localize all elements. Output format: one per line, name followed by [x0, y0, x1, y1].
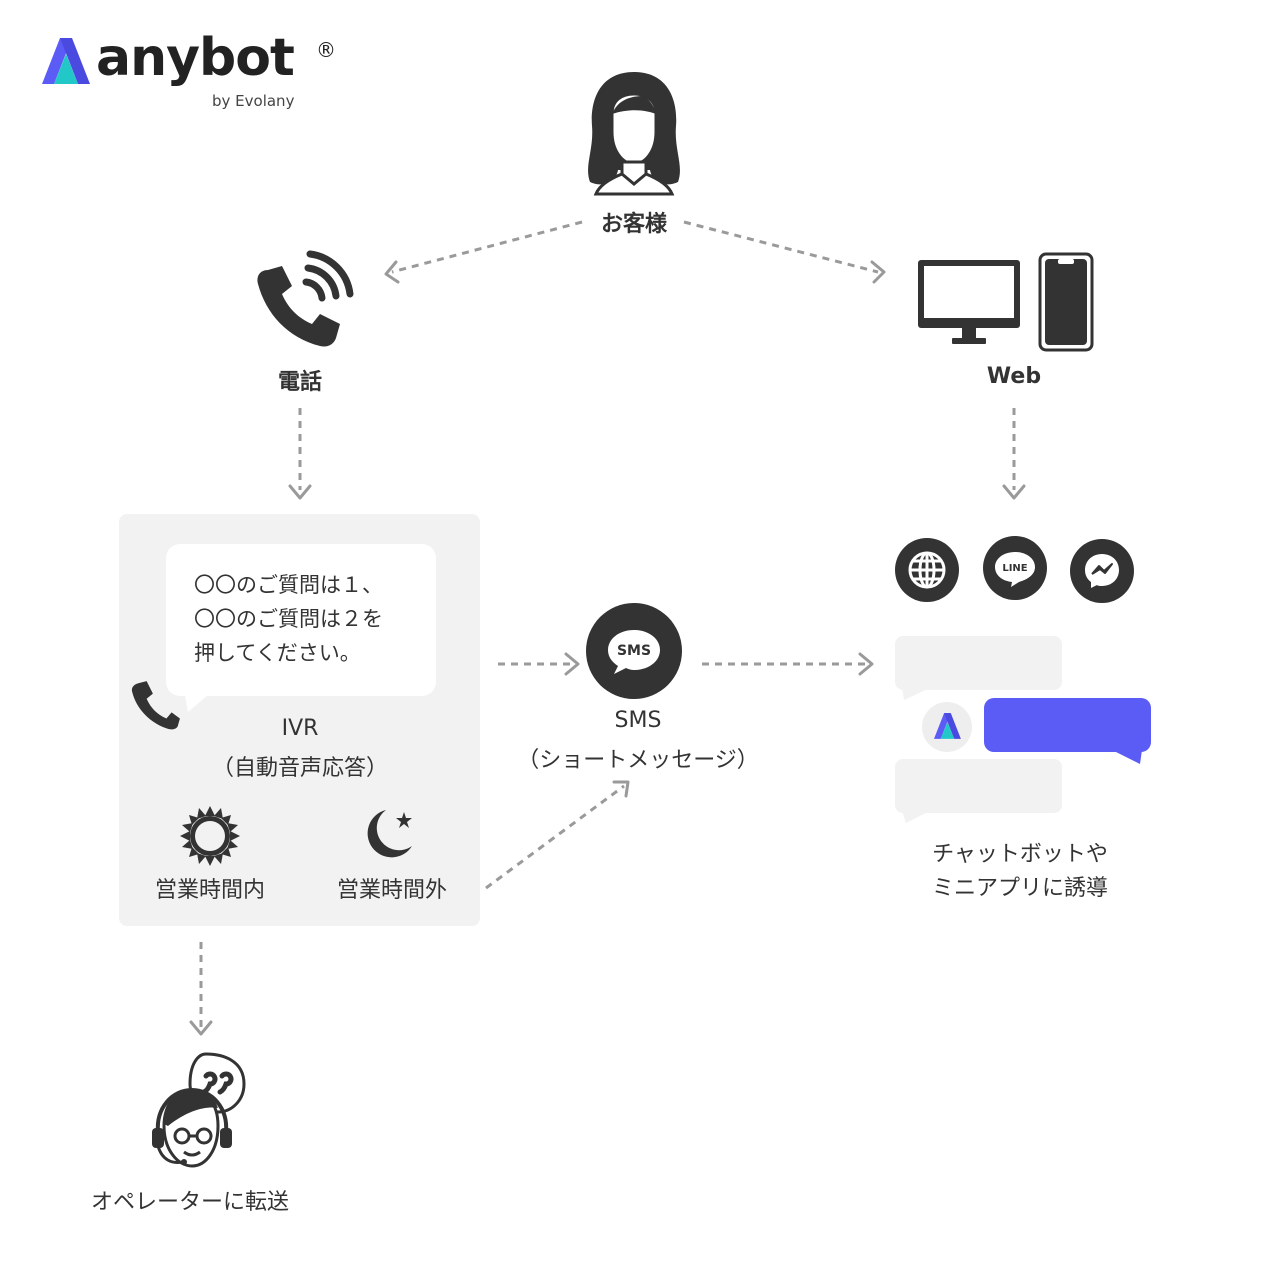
sms-title: SMS: [614, 708, 662, 733]
anybot-logo: anybot ® by Evolany: [42, 28, 342, 116]
customer-label: お客様: [600, 212, 667, 237]
moon-icon: [367, 810, 412, 858]
web-label: Web: [986, 364, 1042, 389]
chatbot-line-1: チャットボットや: [932, 842, 1108, 867]
operator-headset-icon: [152, 1052, 246, 1168]
desktop-and-smartphone-icon: [918, 252, 1094, 352]
ivr-line-2: 〇〇のご質問は２を: [194, 607, 383, 631]
brand-name: anybot: [96, 28, 295, 88]
anybot-avatar-icon: [934, 713, 961, 739]
ivr-speech-bubble: [166, 544, 436, 696]
globe-icon: [908, 551, 946, 589]
line-icon-text: LINE: [1002, 563, 1027, 574]
ivr-line-1: 〇〇のご質問は１、: [194, 573, 383, 597]
line-icon: LINE: [995, 552, 1035, 587]
in-hours-label: 営業時間内: [154, 878, 265, 903]
sms-icon-text: SMS: [617, 643, 651, 659]
phone-label: 電話: [277, 370, 322, 395]
brand-sub: by Evolany: [212, 92, 295, 110]
sms-subtitle: （ショートメッセージ）: [517, 748, 759, 773]
phone-handset-icon: [131, 681, 180, 730]
anybot-logo-icon: [42, 38, 90, 84]
chat-bubble-grey-2: [895, 759, 1062, 813]
ivr-title: IVR: [281, 716, 319, 741]
arrow-customer-to-phone: [391, 220, 583, 274]
ivr-line-3: 押してください。: [194, 641, 361, 665]
bubble-tail: [184, 690, 214, 712]
arrow-outhours-to-sms: [485, 784, 625, 890]
ivr-subtitle: （自動音声応答）: [211, 756, 388, 781]
chat-bubble-grey-1: [895, 636, 1062, 690]
chat-bubble-blue: [984, 698, 1151, 752]
chat-tail-2: [902, 811, 930, 823]
woman-avatar-icon: [588, 72, 680, 196]
chatbot-line-2: ミニアプリに誘導: [931, 876, 1108, 901]
out-hours-label: 営業時間外: [336, 878, 447, 903]
chat-tail-blue: [1112, 750, 1142, 764]
messenger-icon: [1085, 554, 1119, 588]
operator-label: オペレーターに転送: [90, 1190, 289, 1215]
ivr-bubble-text: 〇〇のご質問は１、 〇〇のご質問は２を 押してください。: [194, 568, 434, 670]
phone-ringing-icon: [257, 250, 354, 347]
sms-bubble-icon: SMS: [608, 630, 660, 674]
registered-mark: ®: [316, 38, 336, 62]
chat-tail-1: [902, 688, 930, 700]
sun-icon: [180, 806, 240, 866]
arrow-customer-to-web: [683, 220, 879, 274]
